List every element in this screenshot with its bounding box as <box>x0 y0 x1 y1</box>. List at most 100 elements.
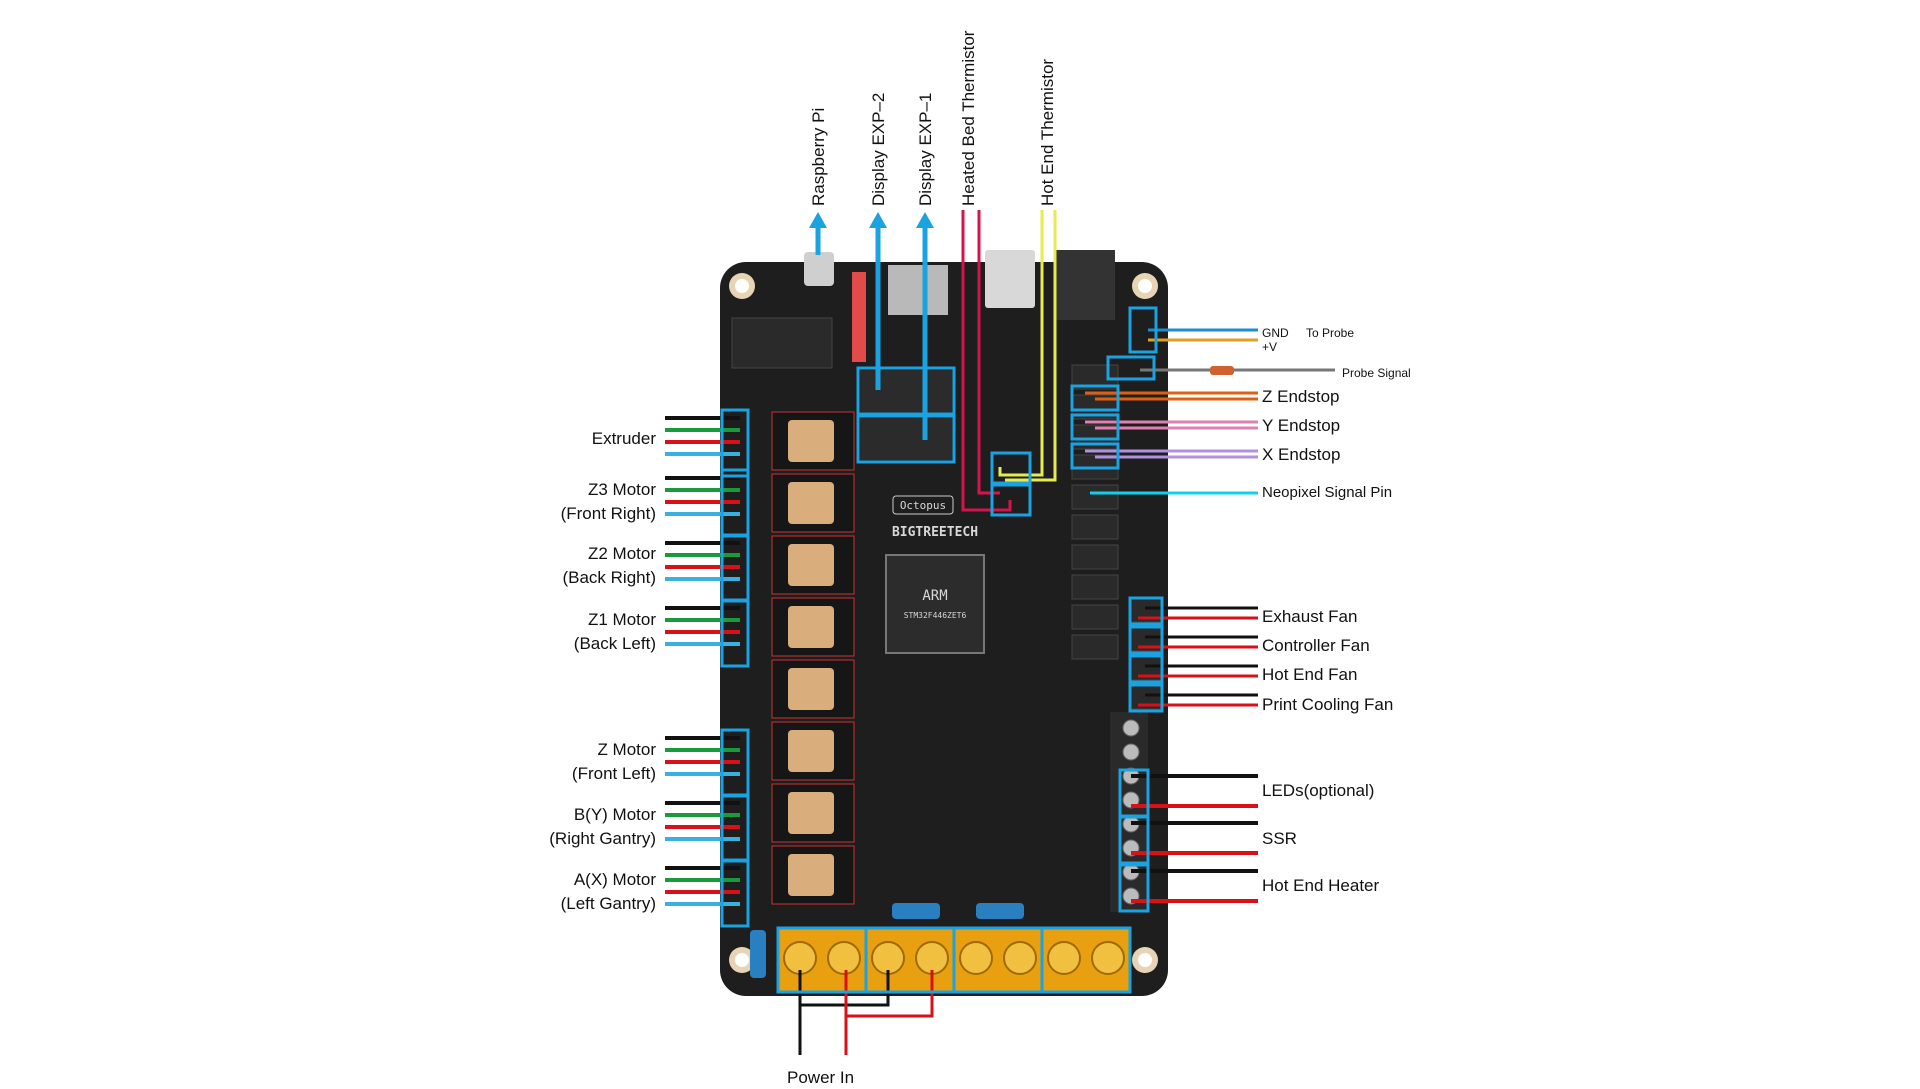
mcu-brand-text: ARM <box>922 588 947 604</box>
label-controller-fan: Controller Fan <box>1262 636 1370 655</box>
terminal-screw <box>1122 743 1140 761</box>
fuse <box>892 903 940 919</box>
driver-chip <box>788 668 834 710</box>
driver-chip <box>788 854 834 896</box>
power-terminal-highlight <box>1040 926 1132 994</box>
terminal-screw <box>783 941 817 975</box>
label-exhaust-fan: Exhaust Fan <box>1262 607 1358 626</box>
label-neopixel: Neopixel Signal Pin <box>1262 484 1393 501</box>
header-block <box>1071 634 1119 660</box>
terminal-screw <box>827 941 861 975</box>
label-print-cooling-fan: Print Cooling Fan <box>1262 695 1394 714</box>
label-by-motor-position: (Right Gantry) <box>549 829 656 848</box>
arrow-head <box>869 212 887 228</box>
label-by-motor: B(Y) Motor <box>573 805 656 824</box>
exp1-connector <box>860 418 952 460</box>
label-z3-motor-position: (Front Right) <box>560 504 656 523</box>
label-hot-end-fan: Hot End Fan <box>1262 665 1358 684</box>
terminal-screw <box>915 941 949 975</box>
fan-port-highlight <box>1128 625 1164 655</box>
label-power-in: Power In <box>787 1068 855 1087</box>
label-probe-signal: Probe Signal <box>1342 366 1411 380</box>
terminal-screw <box>871 941 905 975</box>
terminal-screw <box>1003 941 1037 975</box>
terminal-screw <box>1047 941 1081 975</box>
label-ax-motor-position: (Left Gantry) <box>560 894 656 913</box>
driver-chip <box>788 544 834 586</box>
label-display-exp1: Display EXP–1 <box>916 92 935 206</box>
fuse <box>976 903 1024 919</box>
header-block <box>1071 514 1119 540</box>
arrow-head <box>809 212 827 228</box>
label-z-endstop: Z Endstop <box>1262 387 1340 406</box>
label-display-exp2: Display EXP–2 <box>869 92 888 206</box>
label-z-motor: Z Motor <box>597 740 656 759</box>
label-hot-end-heater: Hot End Heater <box>1262 876 1380 895</box>
y-endstop-highlight <box>1070 413 1120 441</box>
terminal-screw <box>959 941 993 975</box>
label-heated-bed-thermistor: Heated Bed Thermistor <box>959 30 978 206</box>
mcu-chip <box>885 554 985 654</box>
label-z1-motor-position: (Back Left) <box>573 634 656 653</box>
ethernet-port <box>1055 250 1115 320</box>
header-block <box>1071 484 1119 510</box>
label-z1-motor: Z1 Motor <box>587 610 656 629</box>
x-endstop-highlight <box>1070 442 1120 470</box>
label-z2-motor-position: (Back Right) <box>562 568 656 587</box>
arrows <box>809 212 934 440</box>
hotend-thermistor-wire <box>998 210 1057 482</box>
red-header <box>852 272 866 362</box>
label-probe-gnd: GND <box>1262 326 1289 340</box>
label-z3-motor: Z3 Motor <box>587 480 656 499</box>
stepper-drivers <box>771 411 855 905</box>
probe-signal-highlight <box>1106 355 1156 381</box>
heater-terminal-block <box>1110 712 1148 912</box>
probe-resistor <box>1210 366 1234 375</box>
motor-port-highlight <box>720 598 750 668</box>
label-z-motor-position: (Front Left) <box>571 764 656 783</box>
driver-chip <box>788 420 834 462</box>
usb-a-port <box>985 250 1035 308</box>
wires <box>665 210 1335 1055</box>
mcu-part-text: STM32F446ZET6 <box>904 611 967 620</box>
highlight-boxes <box>720 306 1164 994</box>
header-block <box>731 317 833 369</box>
exp2-highlight <box>856 366 956 416</box>
label-leds: LEDs(optional) <box>1262 781 1375 800</box>
heater-port-highlight <box>1118 863 1150 913</box>
exp1-highlight <box>856 414 956 464</box>
driver-chip <box>788 606 834 648</box>
bed-thermistor-highlight <box>990 483 1032 517</box>
fan-port-highlight <box>1128 654 1164 684</box>
power-wire-positive <box>844 970 934 1055</box>
arrow-head <box>916 212 934 228</box>
label-probe-vplus: +V <box>1262 340 1278 354</box>
header-block <box>1071 574 1119 600</box>
fan-port-highlight <box>1128 683 1164 713</box>
terminal-screw <box>1091 941 1125 975</box>
label-z2-motor: Z2 Motor <box>587 544 656 563</box>
brand-text: BIGTREETECH <box>892 525 978 540</box>
header-block <box>1071 604 1119 630</box>
probe-power-highlight <box>1128 306 1158 354</box>
label-ssr: SSR <box>1262 829 1297 848</box>
sd-card-slot <box>888 265 948 315</box>
heater-port-highlight <box>1118 815 1150 865</box>
motor-port-highlight <box>720 408 750 478</box>
model-text: Octopus <box>900 499 946 512</box>
driver-chip <box>788 730 834 772</box>
power-wire-negative <box>798 970 890 1055</box>
label-to-probe: To Probe <box>1306 326 1355 340</box>
right-headers <box>1071 364 1163 710</box>
label-extruder: Extruder <box>591 429 656 448</box>
driver-chip <box>788 792 834 834</box>
driver-chip <box>788 482 834 524</box>
label-x-endstop: X Endstop <box>1262 445 1341 464</box>
label-y-endstop: Y Endstop <box>1262 416 1341 435</box>
usb-c-port <box>804 252 834 286</box>
label-hot-end-thermistor: Hot End Thermistor <box>1038 58 1057 206</box>
motor-port-highlight <box>720 858 750 928</box>
controller-board: ARM STM32F446ZET6 BIGTREETECH Octopus <box>720 250 1168 996</box>
terminal-screw <box>1122 719 1140 737</box>
